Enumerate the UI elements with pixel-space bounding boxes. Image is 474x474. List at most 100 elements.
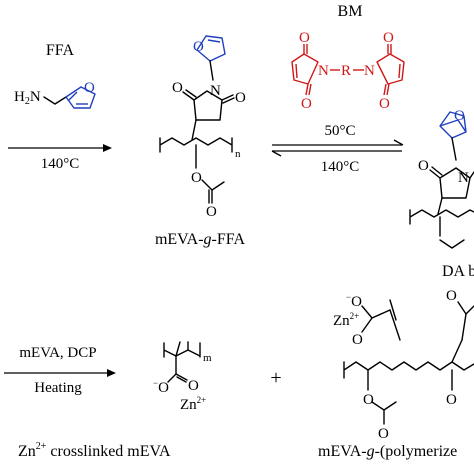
- grafted-imide-ring: [457, 301, 474, 315]
- grafted-second-oxygen: O: [446, 392, 457, 408]
- zn-subscript-m: m: [203, 352, 212, 364]
- grafted-imide-backbone: [451, 339, 463, 363]
- zn-backbone: [163, 342, 201, 358]
- step3-arrowhead: [107, 369, 116, 377]
- da-succinimide-ring: [439, 167, 471, 199]
- meva-ffa-oxygen-1: O: [172, 80, 183, 96]
- da-label: DA b: [442, 263, 474, 280]
- bm-oxygen-1: O: [299, 30, 310, 46]
- meva-ffa-carbonyl-2: [221, 94, 234, 101]
- bm-right-db: [398, 63, 401, 79]
- zn-crosslinked-structure: m −O O Zn2+: [153, 341, 212, 413]
- bm-oxygen-2: O: [301, 96, 312, 112]
- ffa-furan-ring: [65, 86, 96, 109]
- meva-ffa-ch2: [209, 60, 214, 81]
- zn-carboxyl-co-b: [176, 376, 187, 383]
- da-oxygen-bridge-1: [439, 119, 459, 127]
- plus-sign: +: [270, 367, 281, 389]
- grafted-imide-link: [461, 313, 467, 341]
- grafted-o-minus: −O: [346, 292, 362, 310]
- da-backbone: [409, 209, 474, 225]
- zn-methyl-1: [175, 341, 181, 357]
- step1-arrowhead: [103, 144, 112, 152]
- meva-ffa-ring-link: [191, 119, 197, 141]
- grafted-backbone: [343, 361, 474, 379]
- zn-carbonyl-oxygen: O: [188, 378, 199, 394]
- da-ring-link: [437, 197, 443, 215]
- bm-label: BM: [338, 3, 363, 20]
- bm-left-db: [295, 63, 298, 79]
- equilibrium-reverse-head: [271, 150, 282, 157]
- ffa-label: FFA: [46, 42, 75, 59]
- meva-ffa-nitrogen: N: [210, 83, 221, 99]
- grafted-branch: [371, 309, 391, 319]
- meva-g-ffa-label: mEVA-g-FFA: [155, 231, 246, 248]
- meva-ffa-furan-db: [207, 39, 221, 43]
- grafted-carboxyl: [361, 305, 373, 319]
- ffa-structure: H2N O: [14, 80, 96, 109]
- bm-left-ring: [291, 53, 319, 85]
- meva-ffa-furan-oxygen: O: [193, 39, 204, 55]
- meva-ffa-ester-oxygen: O: [191, 170, 202, 186]
- forward-temperature: 50°C: [324, 123, 355, 139]
- zn-ion: Zn2+: [180, 395, 206, 413]
- da-adduct-structure: O N O: [409, 108, 474, 249]
- zn-o-minus: −O: [153, 378, 169, 396]
- bm-oxygen-3: O: [383, 30, 394, 46]
- ffa-amine-label: H2N: [14, 89, 41, 107]
- ffa-furan-double-bond-2: [68, 91, 78, 101]
- da-bridge-oxygen: O: [454, 108, 465, 124]
- bm-nitrogen-2: N: [364, 63, 375, 79]
- grafted-acetyl: [371, 401, 397, 411]
- grafted-carbonyl-oxygen: O: [352, 332, 363, 348]
- da-oxanorbornene-ring: [439, 111, 467, 139]
- grafted-acetyl-oxygen: O: [378, 426, 389, 442]
- meva-g-ffa-structure: O N O O n O O: [159, 35, 246, 220]
- da-carbonyl-2: [469, 171, 474, 179]
- grafted-polymer-structure: Zn2+ −O O O O O O: [333, 288, 474, 442]
- grafted-zn-ion: Zn2+: [333, 311, 359, 329]
- grafted-imide-oxygen: O: [446, 288, 457, 304]
- ffa-ch2-bond: [43, 96, 67, 105]
- meva-ffa-acetyl: [201, 179, 225, 191]
- bm-nitrogen-1: N: [318, 63, 329, 79]
- da-ch2: [451, 137, 457, 161]
- grafted-carboxyl-co: [361, 317, 373, 333]
- zn-carboxyl-o: [167, 373, 177, 383]
- step3-condition: Heating: [34, 380, 82, 396]
- da-oxygen: O: [418, 158, 429, 174]
- meva-ffa-subscript-n: n: [235, 148, 241, 160]
- meva-ffa-backbone: [159, 137, 233, 153]
- meva-ffa-succinimide-ring: [193, 90, 223, 121]
- step1-temperature: 140°C: [41, 156, 80, 172]
- equilibrium-forward-head: [393, 139, 404, 146]
- grafted-ester-oxygen: O: [363, 392, 374, 408]
- grafted-polymer-label: mEVA-g-(polymerize: [318, 443, 457, 460]
- meva-ffa-acetyl-oxygen: O: [206, 204, 217, 220]
- da-acetyl: [439, 239, 465, 249]
- bm-left-co2: [305, 83, 309, 96]
- reverse-temperature: 140°C: [321, 159, 360, 175]
- bm-oxygen-4: O: [379, 96, 390, 112]
- step3-reagents: mEVA, DCP: [19, 345, 96, 361]
- meva-ffa-oxygen-2: O: [235, 90, 246, 106]
- meva-ffa-carbonyl-1b: [185, 89, 197, 98]
- bm-structure: O O N R N O O: [291, 30, 405, 112]
- da-oxygen-bridge-2: [457, 119, 467, 133]
- zn-carboxyl-co: [175, 373, 188, 381]
- meva-ffa-carbonyl-2b: [222, 97, 235, 104]
- bm-right-ring: [376, 53, 405, 85]
- bm-left-co2b: [308, 83, 312, 96]
- da-nitrogen: N: [458, 170, 469, 186]
- da-carbonyl: [429, 169, 441, 179]
- ffa-oxygen: O: [84, 80, 95, 96]
- bm-right-co2b: [386, 83, 390, 96]
- meva-ffa-carbonyl-1: [182, 91, 195, 101]
- grafted-link: [389, 309, 401, 341]
- da-carbonyl-b: [431, 166, 443, 176]
- zn-crosslinked-label: Zn2+ crosslinked mEVA: [18, 441, 171, 460]
- grafted-methyl: [389, 299, 397, 321]
- meva-ffa-furan-ring: [196, 35, 226, 62]
- bm-r-group: R: [341, 63, 351, 79]
